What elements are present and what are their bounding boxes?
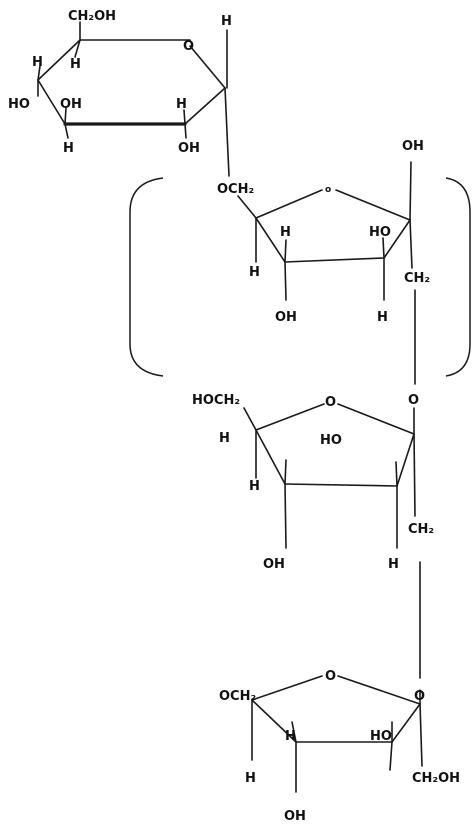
- fructose3-link-oxygen: O: [414, 689, 425, 704]
- fructose3-ring-oxygen: O: [325, 669, 336, 684]
- bond: [243, 407, 257, 431]
- bond: [284, 261, 287, 301]
- bond: [37, 39, 81, 81]
- bond: [64, 123, 69, 139]
- glucose-ring: [37, 21, 230, 177]
- bond: [64, 107, 67, 125]
- bond: [335, 189, 411, 221]
- glucose-h-label: H: [63, 141, 74, 156]
- bond: [395, 461, 398, 487]
- glucose-h-label: H: [70, 57, 81, 72]
- bond: [255, 429, 286, 485]
- glucose-oh-label: OH: [60, 97, 82, 112]
- fructose-ring-2: [243, 403, 421, 679]
- fructose2-link-oxygen: O: [408, 393, 419, 408]
- bond: [255, 217, 286, 263]
- fructose1-h-label: H: [377, 310, 388, 325]
- right-bracket: [445, 177, 471, 377]
- fructose1-ch2-label: CH₂: [404, 271, 430, 286]
- bond: [37, 79, 66, 125]
- bond: [284, 483, 398, 487]
- bond: [255, 189, 323, 219]
- bond: [382, 237, 385, 259]
- fructose2-h-label: H: [219, 431, 230, 446]
- bond: [74, 39, 81, 58]
- bond: [251, 675, 323, 701]
- left-bracket: [129, 177, 164, 377]
- bond: [37, 65, 41, 81]
- fructose3-h-label: H: [285, 729, 296, 744]
- fructose3-oh-label: OH: [284, 809, 306, 824]
- bond: [224, 87, 230, 177]
- bond: [184, 123, 187, 139]
- fructose1-ring-oxygen: o: [325, 185, 331, 195]
- fructose2-h-label: H: [249, 479, 260, 494]
- glucose-ring-oxygen: O: [183, 39, 194, 54]
- fructose1-oh-label: OH: [275, 310, 297, 325]
- glucose-h-label: H: [32, 55, 43, 70]
- bond: [284, 257, 385, 263]
- fructose-ring-3: [251, 675, 423, 793]
- fructose1-oh-label: OH: [402, 139, 424, 154]
- fructose1-h-label: H: [280, 225, 291, 240]
- bond: [284, 483, 287, 549]
- fructose3-ho-label: HO: [370, 729, 392, 744]
- bond: [391, 703, 421, 743]
- bond: [189, 45, 226, 89]
- bond: [251, 699, 297, 743]
- bond: [389, 741, 393, 771]
- glucose-h-label: H: [176, 97, 187, 112]
- glucose-oh-label: OH: [178, 141, 200, 156]
- fructose2-ch2-label: CH₂: [408, 522, 434, 537]
- glucose-top-h-label: H: [221, 14, 232, 29]
- bond: [383, 219, 411, 259]
- bond: [419, 703, 423, 767]
- fructose2-ho-label: HO: [320, 433, 342, 448]
- fructose1-ho-label: HO: [369, 225, 391, 240]
- fructose2-hoch2-label: HOCH₂: [192, 393, 240, 408]
- bond: [284, 239, 287, 263]
- bond: [284, 459, 287, 485]
- fructose3-ch2oh-label: CH₂OH: [412, 771, 460, 786]
- fructose2-ring-oxygen: O: [325, 395, 336, 410]
- fructose3-h-label: H: [245, 771, 256, 786]
- glucose-ch2oh-label: CH₂OH: [68, 9, 116, 24]
- fructose1-h-label: H: [249, 265, 260, 280]
- bond: [413, 433, 416, 517]
- glucose-ho-label: HO: [8, 97, 30, 112]
- bond: [184, 87, 226, 125]
- bond: [337, 675, 421, 705]
- bond: [291, 721, 297, 743]
- fructose2-oh-label: OH: [263, 557, 285, 572]
- bond: [337, 403, 415, 435]
- fructose3-och2-label: OCH₂: [219, 689, 256, 704]
- bond: [409, 161, 412, 221]
- bond: [237, 195, 257, 219]
- fructose1-och2-label: OCH₂: [217, 182, 254, 197]
- bond: [255, 403, 325, 431]
- bond: [396, 433, 415, 487]
- fructose-ring-1: [237, 161, 416, 385]
- fructose2-h-label: H: [388, 557, 399, 572]
- bond: [409, 219, 413, 269]
- bond: [183, 109, 186, 125]
